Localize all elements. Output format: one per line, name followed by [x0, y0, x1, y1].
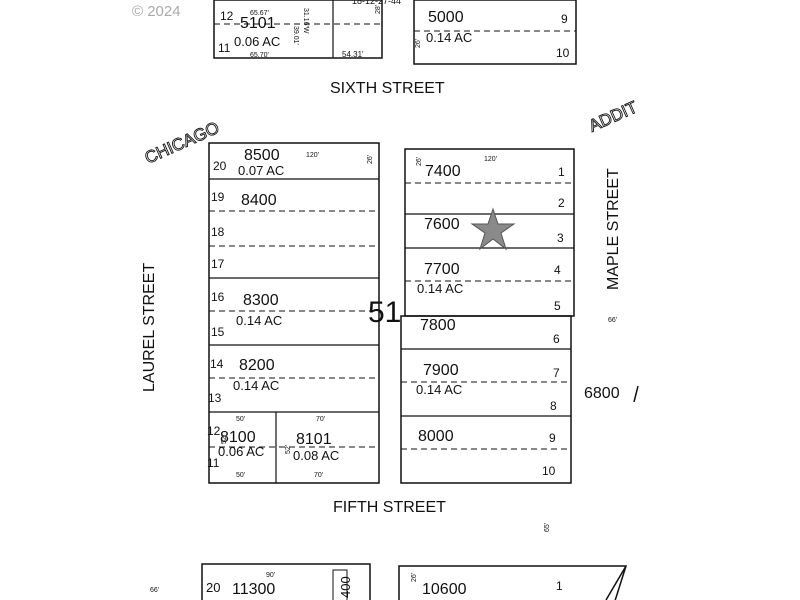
dimension-label: 26' [411, 573, 418, 582]
parcel-acreage: 0.14 AC [236, 313, 282, 328]
parcel-acreage: 0.14 AC [426, 30, 472, 45]
block-number: 51 [368, 296, 401, 329]
lot-number: 6 [553, 332, 560, 346]
lot-number: 12 [207, 424, 221, 438]
parcel-number: 8200 [239, 357, 275, 374]
lot-number: 13 [208, 391, 222, 405]
lot-number: 12 [220, 9, 234, 23]
west-block: 120' 26' 50' 70' 52' 52' 50' 70' 8500 0.… [207, 142, 380, 484]
parcel-acreage: 0.07 AC [238, 163, 284, 178]
lot-number: 9 [561, 12, 568, 26]
street-label-maple: MAPLE STREET [605, 168, 622, 290]
dimension-label: 65.67' [250, 10, 269, 17]
lot-number: 11 [207, 456, 220, 470]
lot-number: 8 [550, 399, 557, 413]
lot-number: 14 [210, 357, 224, 371]
lot-number: 4 [554, 263, 561, 277]
lot-number: 20 [213, 159, 227, 173]
parcel-number: 7800 [420, 317, 456, 334]
parcel-fragment: 400 [338, 576, 353, 598]
parcel-number: 5000 [428, 9, 464, 26]
bottom-left-block: 20 11300 400 90' 66' [150, 563, 371, 600]
lot-number: 17 [211, 257, 225, 271]
lot-number: 9 [549, 431, 556, 445]
lot-number: 1 [558, 165, 565, 179]
lot-number: 5 [554, 299, 561, 313]
dimension-label: 70' [314, 472, 323, 479]
dimension-label: 28' [375, 5, 382, 14]
dimension-label: 90' [266, 572, 275, 579]
parcel-number: 8101 [296, 431, 332, 448]
dimension-label: 65.70' [250, 52, 269, 59]
east-block: 26' 120' 7400 1 2 7600 3 7700 0.14 AC 4 … [400, 148, 575, 484]
dimension-label: 66' [608, 317, 617, 324]
street-label-fifth: FIFTH STREET [333, 499, 446, 516]
dimension-label: 26' [367, 155, 374, 164]
star-icon [470, 207, 516, 251]
parcel-acreage: 0.08 AC [293, 448, 339, 463]
street-label-sixth: SIXTH STREET [330, 80, 445, 97]
parcel-number: 7600 [424, 216, 460, 233]
parcel-number: 7400 [425, 163, 461, 180]
dimension-label: 50' [236, 416, 245, 423]
dimension-label: 26' [416, 157, 423, 166]
parcel-acreage: 0.06 AC [218, 444, 264, 459]
parcel-acreage: 0.14 AC [233, 378, 279, 393]
parcel-number: 8400 [241, 192, 277, 209]
parcel-number: 8000 [418, 428, 454, 445]
parcel-acreage: 0.06 AC [234, 34, 280, 49]
dimension-label: 52' [221, 435, 228, 444]
bottom-right-block: 10600 1 26' [398, 565, 628, 600]
lot-number: 7 [553, 366, 560, 380]
dimension-label: 31.16'W [302, 8, 309, 34]
dimension-label: 39.01' [292, 26, 299, 45]
lot-number: 10 [556, 46, 570, 60]
dimension-label: 70' [316, 416, 325, 423]
dimension-label: 120' [484, 156, 497, 163]
top-right-block: 5000 0.14 AC 9 10 26' [413, 0, 577, 65]
dimension-label: 65' [544, 523, 551, 532]
lot-number: 3 [557, 231, 564, 245]
lot-number: 16 [211, 290, 225, 304]
parcel-number: 8300 [243, 292, 279, 309]
top-left-block: 12 11 5101 0.06 AC 65.67' 65.70' 54.31' … [213, 0, 383, 59]
parcel-number: 7900 [423, 362, 459, 379]
lot-number: 2 [558, 196, 565, 210]
dimension-label: 66' [150, 587, 159, 594]
dimension-label: 120' [306, 152, 319, 159]
addition-label-addit: ADDIT [586, 98, 640, 136]
parcel-acreage: 0.14 AC [417, 281, 463, 296]
parcel-number: 5101 [240, 15, 276, 32]
parcel-number: 7700 [424, 261, 460, 278]
lot-number: 18 [211, 225, 225, 239]
parcel-number: 10600 [422, 581, 467, 598]
dimension-label: 52' [285, 445, 292, 454]
dimension-label: 50' [236, 472, 245, 479]
parcel-number: 11300 [232, 581, 275, 598]
parcel-number: 8500 [244, 147, 280, 164]
street-label-laurel: LAUREL STREET [141, 263, 158, 392]
lot-number: 10 [542, 464, 556, 478]
lot-number: 1 [556, 579, 563, 593]
lot-number: 20 [206, 580, 220, 595]
lot-number: 11 [218, 41, 231, 55]
parcel-number: 6800 [584, 385, 620, 402]
copyright-watermark: © 2024 [132, 3, 181, 20]
dimension-label: 54.31' [342, 50, 364, 59]
lot-number: 19 [211, 190, 225, 204]
dimension-label: 26' [415, 39, 422, 48]
parcel-number: 8100 [220, 429, 256, 446]
header-fragment: 18-12-27-44 [352, 0, 401, 6]
lot-number: 15 [211, 325, 225, 339]
parcel-acreage: 0.14 AC [416, 382, 462, 397]
